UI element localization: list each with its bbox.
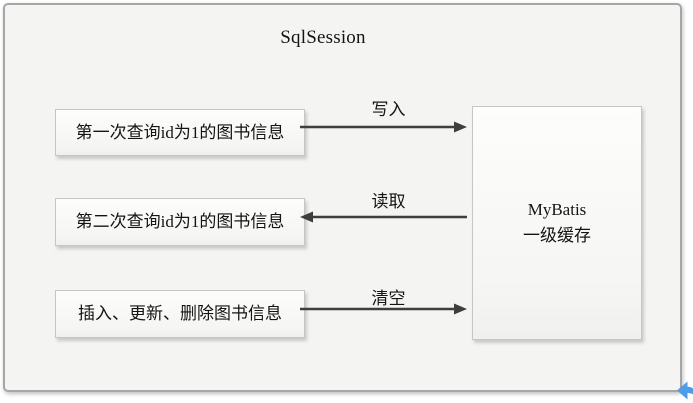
node-mybatis-cache: MyBatis 一级缓存 bbox=[472, 106, 642, 340]
back-arrow-icon bbox=[677, 381, 693, 400]
node-second-query-label: 第二次查询id为1的图书信息 bbox=[75, 212, 285, 232]
node-first-query-label: 第一次查询id为1的图书信息 bbox=[75, 122, 285, 142]
node-second-query: 第二次查询id为1的图书信息 bbox=[55, 198, 305, 246]
node-first-query: 第一次查询id为1的图书信息 bbox=[55, 109, 305, 156]
sqlsession-frame: SqlSession 第一次查询id为1的图书信息 第二次查询id为1的图书信息… bbox=[3, 3, 682, 392]
node-modify-ops: 插入、更新、删除图书信息 bbox=[55, 290, 305, 338]
diagram-title: SqlSession bbox=[280, 27, 366, 48]
cache-label-line2: 一级缓存 bbox=[523, 226, 591, 245]
arrow-label-clear: 清空 bbox=[371, 289, 406, 308]
arrow-label-write: 写入 bbox=[371, 100, 406, 119]
node-modify-ops-label: 插入、更新、删除图书信息 bbox=[78, 304, 282, 324]
cache-label-line1: MyBatis bbox=[527, 199, 587, 219]
arrow-label-read: 读取 bbox=[371, 192, 406, 211]
